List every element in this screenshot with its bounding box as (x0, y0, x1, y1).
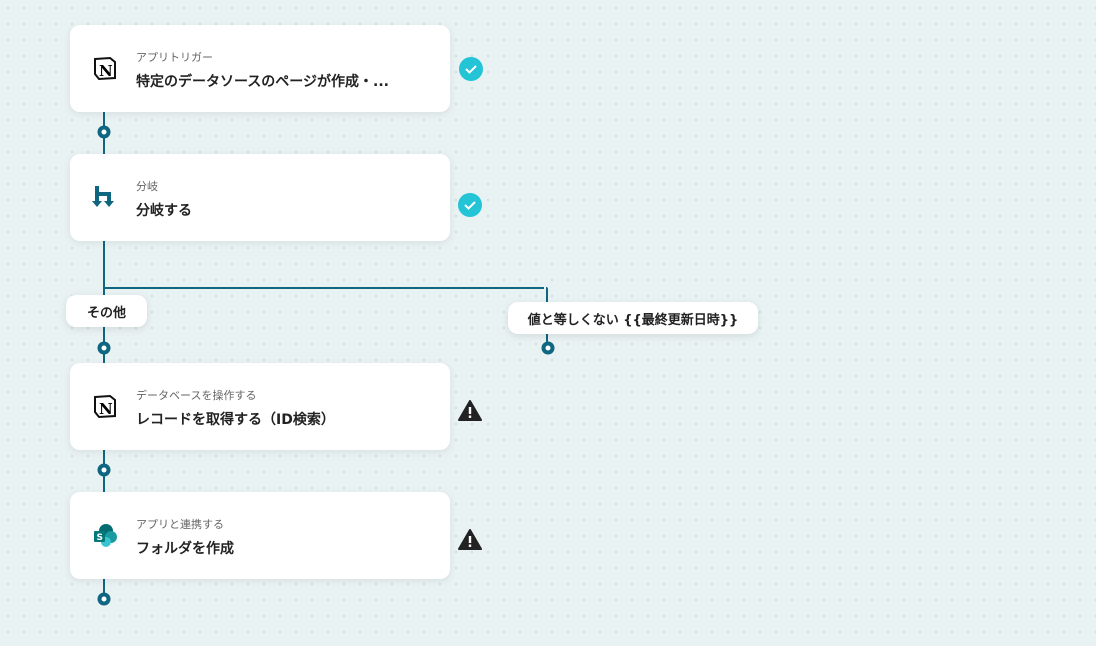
add-step-button[interactable] (97, 341, 111, 355)
svg-text:N: N (99, 400, 113, 418)
add-step-button[interactable] (541, 341, 555, 355)
step-card-create-folder[interactable]: S アプリと連携する フォルダを作成 (70, 492, 450, 579)
notion-icon: N (94, 56, 116, 81)
step-type: データベースを操作する (136, 389, 257, 402)
step-type: アプリトリガー (136, 51, 213, 64)
step-title: レコードを取得する（ID検索） (136, 412, 335, 428)
success-check-icon (458, 193, 482, 217)
sharepoint-icon: S (94, 524, 117, 547)
branch-label-other[interactable]: その他 (66, 295, 147, 327)
step-card-trigger[interactable]: N アプリトリガー 特定のデータソースのページが作成・... (70, 25, 450, 112)
step-card-get-record[interactable]: N データベースを操作する レコードを取得する（ID検索） (70, 363, 450, 450)
svg-text:N: N (99, 62, 113, 80)
step-type: 分岐 (136, 180, 158, 193)
warning-icon (458, 529, 482, 550)
add-step-button[interactable] (97, 125, 111, 139)
warning-icon (458, 400, 482, 421)
step-type: アプリと連携する (136, 518, 224, 531)
notion-icon: N (94, 394, 116, 419)
step-title: フォルダを作成 (136, 541, 234, 557)
svg-text:S: S (97, 533, 103, 543)
connector-line (103, 579, 105, 599)
success-check-icon (459, 57, 483, 81)
step-title: 分岐する (136, 203, 192, 219)
add-step-button[interactable] (97, 592, 111, 606)
branch-icon (92, 186, 114, 207)
branch-label-condition[interactable]: 値と等しくない {{最終更新日時}} (508, 302, 758, 334)
step-card-branch[interactable]: 分岐 分岐する (70, 154, 450, 241)
step-title: 特定のデータソースのページが作成・... (136, 74, 389, 90)
branch-line (104, 287, 544, 289)
add-step-button[interactable] (97, 463, 111, 477)
